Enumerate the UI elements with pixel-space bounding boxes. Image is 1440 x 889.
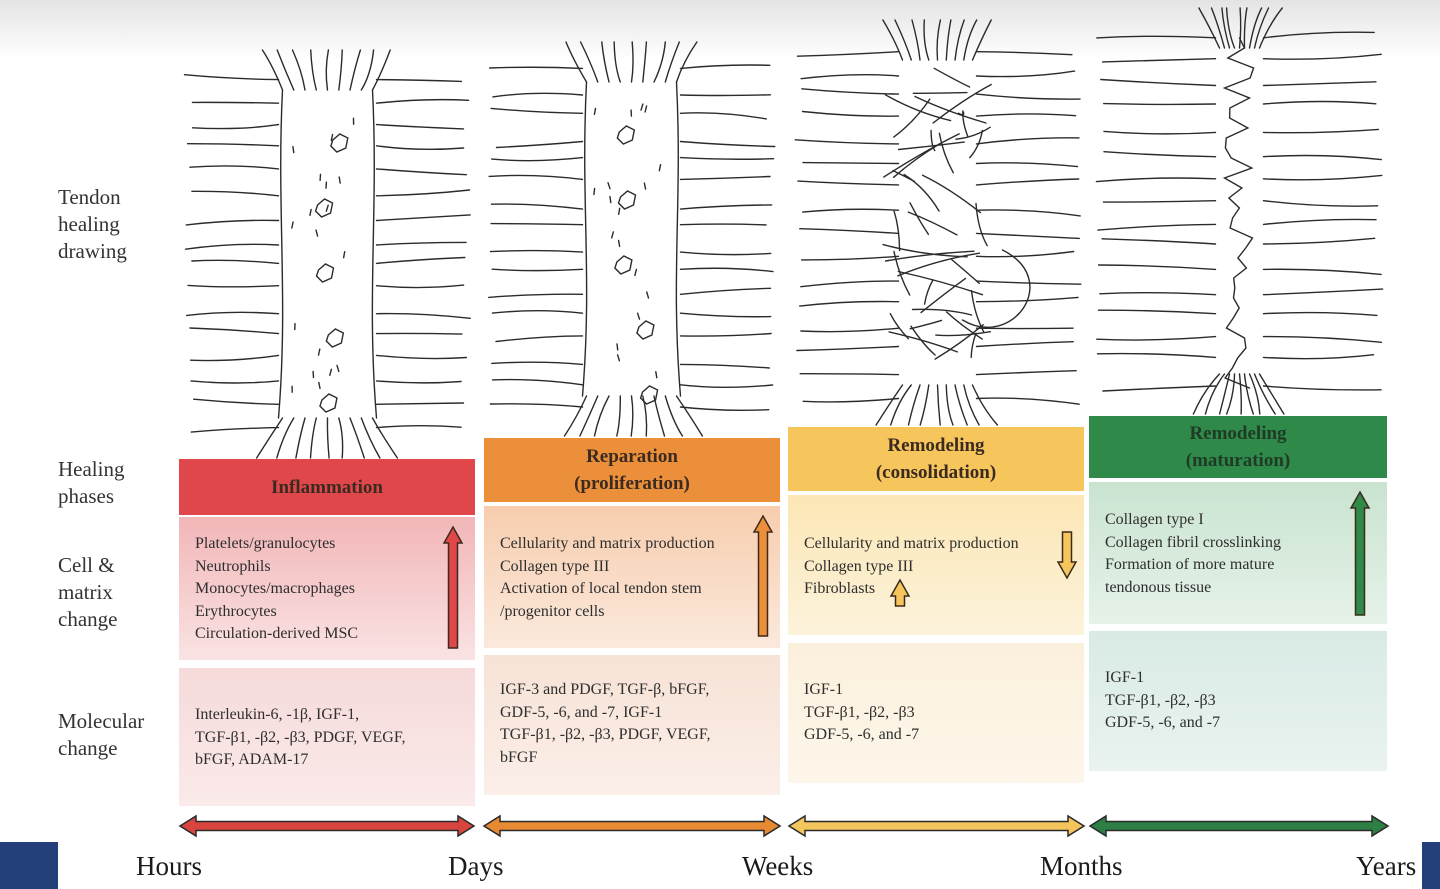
molecular-line: TGF-β1, -β2, -β3, PDGF, VEGF, (500, 726, 711, 743)
phase-title-line: Reparation (586, 446, 678, 467)
phase-title-line: (maturation) (1185, 450, 1291, 471)
molecular-line: GDF-5, -6, and -7 (1105, 714, 1221, 731)
molecular-line: bFGF, ADAM-17 (195, 751, 309, 768)
row-label-drawing: Tendon healing drawing (58, 184, 127, 265)
timeline-double-arrow-icon (482, 814, 782, 838)
molecular-line: TGF-β1, -β2, -β3, PDGF, VEGF, (195, 728, 406, 746)
trend-arrow-icon (1056, 531, 1078, 580)
cell-item: Collagen type III (500, 557, 610, 575)
cell-matrix-box-reparation: Cellularity and matrix production Collag… (484, 506, 780, 648)
tendon-drawing-panel (794, 19, 1082, 426)
row-label-line: Tendon (58, 185, 121, 209)
row-label-molecular: Molecular change (58, 708, 144, 762)
row-label-phases: Healing phases (58, 456, 124, 510)
right-navy-bar (1422, 842, 1440, 889)
cell-matrix-box-maturation: Collagen type I Collagen fibril crosslin… (1089, 482, 1387, 624)
cell-item: Platelets/granulocytes (195, 535, 336, 552)
row-label-line: drawing (58, 239, 127, 263)
tendon-drawing-panel (488, 41, 776, 437)
molecular-line: IGF-3 and PDGF, TGF-β, bFGF, (500, 681, 710, 698)
phase-header-reparation: Reparation (proliferation) (484, 438, 780, 502)
molecular-line: IGF-1 (804, 681, 844, 698)
phase-title-line: (proliferation) (574, 473, 690, 494)
row-label-line: Cell & (58, 553, 115, 577)
row-label-line: matrix (58, 580, 113, 604)
row-label-line: healing (58, 212, 120, 236)
cell-item: Collagen type I (1105, 511, 1204, 528)
molecular-line: Interleukin-6, -1β, IGF-1, (195, 706, 360, 723)
phase-title-line: (consolidation) (875, 462, 997, 483)
cell-item: Cellularity and matrix production (500, 535, 715, 552)
cell-item: tendonous tissue (1105, 578, 1212, 596)
molecular-line: TGF-β1, -β2, -β3 (1105, 691, 1216, 709)
trend-arrow-icon (1349, 490, 1371, 616)
cell-item: Fibroblasts (804, 580, 876, 597)
cell-item: Collagen fibril crosslinking (1105, 533, 1281, 551)
tendon-drawing-panel (1095, 7, 1384, 415)
timeline-double-arrow-icon (178, 814, 476, 838)
phase-header-consolidation: Remodeling (consolidation) (788, 427, 1084, 491)
phase-header-maturation: Remodeling (maturation) (1089, 416, 1387, 478)
molecular-line: TGF-β1, -β2, -β3 (804, 703, 915, 721)
row-label-line: Molecular (58, 709, 145, 733)
molecular-box-consolidation: IGF-1 TGF-β1, -β2, -β3 GDF-5, -6, and -7 (788, 643, 1084, 783)
molecular-line: GDF-5, -6, and -7, IGF-1 (500, 703, 663, 721)
cell-matrix-box-consolidation: Cellularity and matrix production Collag… (788, 495, 1084, 635)
cell-item: Activation of local tendon stem (500, 580, 702, 597)
molecular-box-maturation: IGF-1 TGF-β1, -β2, -β3 GDF-5, -6, and -7 (1089, 631, 1387, 771)
row-label-line: change (58, 736, 118, 760)
cell-item: Neutrophils (195, 557, 271, 575)
molecular-line: IGF-1 (1105, 669, 1145, 686)
row-label-line: change (58, 607, 118, 631)
molecular-line: GDF-5, -6, and -7 (804, 726, 920, 743)
molecular-box-inflammation: Interleukin-6, -1β, IGF-1, TGF-β1, -β2, … (179, 668, 475, 806)
timeline-label-days: Days (448, 851, 504, 881)
cell-item: Erythrocytes (195, 602, 277, 620)
timeline-label-weeks: Weeks (742, 851, 814, 881)
cell-matrix-box-inflammation: Platelets/granulocytes Neutrophils Monoc… (179, 517, 475, 660)
molecular-box-reparation: IGF-3 and PDGF, TGF-β, bFGF, GDF-5, -6, … (484, 655, 780, 795)
phase-header-inflammation: Inflammation (179, 459, 475, 515)
timeline-label-hours: Hours (136, 851, 202, 881)
row-label-line: phases (58, 484, 114, 508)
fibroblast-up-arrow-icon (889, 578, 911, 607)
trend-arrow-icon (752, 514, 774, 637)
cell-item: Monocytes/macrophages (195, 580, 355, 597)
cell-item: Cellularity and matrix production (804, 535, 1019, 552)
trend-arrow-icon (442, 525, 464, 649)
cell-item: Collagen type III (804, 557, 914, 575)
cell-item: Formation of more mature (1105, 556, 1275, 573)
phase-title-line: Inflammation (271, 476, 383, 498)
row-label-line: Healing (58, 457, 125, 481)
tendon-drawing-panel (183, 49, 471, 459)
left-navy-bar (0, 842, 58, 889)
cell-item: /progenitor cells (500, 602, 605, 620)
molecular-line: bFGF (500, 748, 538, 766)
timeline-label-months: Months (1040, 851, 1123, 881)
phase-title-line: Remodeling (887, 435, 985, 456)
timeline-double-arrow-icon (1088, 814, 1390, 838)
row-label-cell-matrix: Cell & matrix change (58, 552, 117, 633)
cell-item: Circulation-derived MSC (195, 625, 359, 642)
phase-title-line: Remodeling (1189, 423, 1287, 444)
timeline-label-years: Years (1356, 851, 1417, 881)
timeline-double-arrow-icon (787, 814, 1086, 838)
